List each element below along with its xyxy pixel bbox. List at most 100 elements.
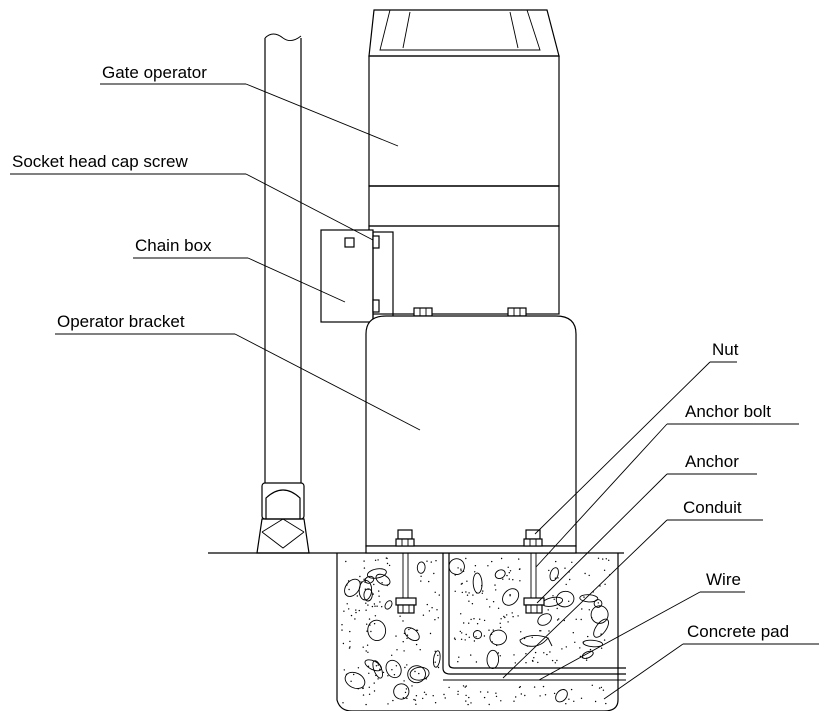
chain-box [320, 229, 394, 323]
concrete-speckle [499, 626, 502, 629]
concrete-speckle [457, 661, 459, 663]
concrete-speckle [468, 592, 470, 594]
concrete-speckle [565, 703, 567, 705]
concrete-speckle [459, 630, 461, 633]
leader-lines [10, 83, 819, 700]
concrete-speckle [460, 638, 463, 640]
concrete-speckle [552, 595, 554, 597]
concrete-speckle [432, 695, 434, 697]
concrete-speckle [525, 662, 527, 664]
label-conduit: Conduit [683, 498, 742, 517]
concrete-speckle [404, 666, 406, 669]
concrete-speckle [575, 618, 577, 620]
concrete-speckle [358, 609, 360, 612]
concrete-speckle [373, 690, 376, 692]
concrete-speckle [565, 583, 567, 586]
concrete-speckle [399, 615, 401, 617]
concrete-speckle [345, 560, 347, 563]
concrete-speckle [367, 651, 369, 653]
concrete-speckle [533, 686, 536, 688]
concrete-speckle [391, 669, 393, 671]
concrete-speckle [556, 659, 558, 662]
concrete-pebble [432, 650, 441, 668]
concrete-speckle [499, 655, 501, 657]
concrete-speckle [353, 673, 355, 676]
concrete-speckle [414, 699, 417, 701]
concrete-speckle [373, 623, 376, 625]
concrete-speckle [465, 557, 467, 560]
concrete-speckle [503, 615, 505, 618]
concrete-pebble [363, 588, 373, 602]
concrete-speckle [434, 650, 436, 652]
concrete-pebble [582, 639, 604, 648]
concrete-speckle [350, 680, 352, 682]
concrete-speckle [428, 580, 430, 583]
concrete-speckle [374, 559, 377, 561]
concrete-speckle [604, 583, 606, 585]
concrete-speckle [434, 591, 436, 593]
concrete-speckle [436, 609, 438, 611]
concrete-pebble [593, 618, 609, 638]
concrete-speckle [433, 572, 435, 575]
concrete-speckle [499, 622, 501, 624]
concrete-speckle [513, 654, 515, 656]
concrete-speckle [363, 567, 366, 569]
concrete-speckle [605, 702, 607, 705]
concrete-speckle [448, 686, 450, 689]
label-anchor-bolt: Anchor bolt [685, 402, 771, 421]
concrete-speckle [387, 675, 389, 677]
concrete-speckle [396, 649, 398, 651]
concrete-speckle [487, 565, 489, 567]
concrete-speckle [430, 561, 432, 563]
concrete-speckle [483, 696, 486, 699]
concrete-speckle [588, 609, 590, 611]
concrete-pebble [593, 599, 603, 608]
concrete-pebble [416, 561, 426, 574]
concrete-speckle [346, 603, 348, 605]
concrete-speckle [502, 578, 504, 580]
concrete-speckle [488, 629, 490, 631]
conduit [442, 553, 626, 681]
concrete-speckle [603, 639, 606, 641]
concrete-speckle [393, 674, 396, 676]
concrete-speckle [403, 650, 405, 652]
concrete-speckle [553, 692, 556, 695]
concrete-speckle [377, 664, 379, 666]
concrete-speckle [386, 557, 388, 560]
concrete-pebble [367, 619, 387, 642]
concrete-speckle [507, 566, 509, 568]
label-nut: Nut [712, 340, 739, 359]
concrete-speckle [504, 616, 506, 619]
concrete-speckle [435, 560, 437, 562]
concrete-speckle [434, 661, 436, 663]
concrete-speckle [525, 653, 527, 655]
wire [519, 635, 553, 647]
gate-post [256, 33, 310, 554]
concrete-speckle [420, 580, 422, 582]
concrete-speckle [580, 697, 583, 699]
concrete-speckle [372, 593, 374, 595]
concrete-speckle [437, 666, 440, 669]
concrete-pad [336, 553, 619, 711]
concrete-speckle [411, 685, 413, 687]
concrete-speckle [470, 618, 472, 621]
concrete-speckle [588, 574, 590, 577]
concrete-speckle [465, 591, 467, 593]
concrete-speckle [406, 637, 408, 640]
concrete-speckle [367, 604, 369, 606]
concrete-speckle [556, 607, 558, 610]
concrete-speckle [514, 662, 516, 664]
concrete-pebble [344, 578, 361, 597]
concrete-speckle [557, 577, 559, 579]
concrete-speckle [540, 630, 542, 632]
concrete-speckle [415, 695, 418, 697]
concrete-speckle [457, 693, 459, 695]
concrete-speckle [497, 652, 500, 654]
concrete-speckle [453, 637, 456, 639]
concrete-pebble [375, 573, 391, 586]
concrete-speckle [603, 569, 606, 571]
concrete-pebble [494, 569, 506, 580]
concrete-speckle [355, 611, 357, 614]
concrete-speckle [370, 630, 372, 633]
concrete-speckle [584, 572, 586, 575]
